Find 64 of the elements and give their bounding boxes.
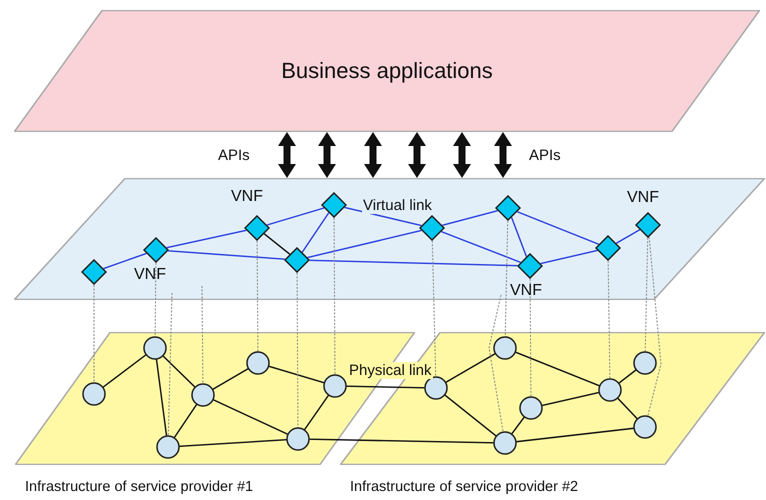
link-line — [308, 438, 494, 444]
link-line — [156, 358, 168, 436]
link-line — [310, 260, 518, 266]
link-line — [268, 365, 325, 384]
vnf-label: VNF — [510, 282, 542, 300]
api-label: APIs — [529, 147, 561, 164]
link-line — [212, 398, 288, 436]
link-line — [168, 250, 285, 260]
link-line — [166, 230, 246, 248]
link-line — [344, 206, 422, 226]
mapping-line — [530, 278, 532, 398]
link-line — [174, 404, 198, 438]
mapping-line — [168, 292, 172, 436]
edge-label: Physical link — [348, 362, 433, 379]
mapping-line — [644, 237, 648, 352]
link-line — [617, 398, 638, 420]
edge-label: Virtual link — [362, 197, 433, 214]
link-line — [264, 233, 290, 255]
link-line — [304, 394, 330, 430]
link-line — [516, 428, 634, 442]
link-line — [307, 230, 422, 258]
mapping-line — [334, 217, 336, 376]
mapping-line — [202, 286, 204, 384]
link-line — [266, 207, 324, 226]
double-arrow — [410, 132, 424, 178]
link-line — [511, 416, 525, 435]
vnf-label: VNF — [231, 188, 263, 206]
link-line — [162, 355, 196, 388]
double-arrow — [455, 132, 469, 178]
link-line — [444, 394, 497, 437]
plane-caption: Infrastructure of service provider #1 — [25, 479, 254, 495]
link-line — [510, 217, 528, 257]
vnf-label: VNF — [627, 189, 659, 207]
double-arrow — [366, 132, 380, 178]
link-line — [442, 210, 498, 226]
double-arrow — [280, 132, 294, 178]
mapping-line — [296, 272, 298, 428]
double-arrow — [496, 132, 510, 178]
mapping-line — [504, 220, 508, 338]
mapping-line — [256, 240, 258, 352]
link-line — [212, 368, 249, 390]
mapping-line — [608, 260, 610, 380]
link-line — [103, 252, 147, 270]
api-label: APIs — [218, 147, 250, 164]
link-line — [618, 369, 637, 384]
mapping-line — [488, 294, 504, 433]
mapping-line — [432, 240, 436, 378]
link-line — [540, 250, 598, 264]
link-line — [542, 392, 600, 406]
vnf-label: VNF — [134, 266, 166, 284]
double-arrow — [320, 132, 334, 178]
plane-caption: Infrastructure of service provider #2 — [350, 479, 578, 495]
mapping-line — [154, 262, 156, 338]
link-line — [441, 230, 521, 264]
link-line — [514, 351, 600, 387]
mapping-line — [647, 236, 662, 417]
layer-title: Business applications — [281, 58, 493, 84]
link-line — [178, 438, 288, 448]
link-line — [346, 386, 426, 388]
link-line — [616, 229, 640, 244]
link-line — [102, 354, 147, 388]
link-line — [517, 211, 599, 245]
link-line — [445, 352, 496, 384]
link-line — [302, 212, 330, 253]
